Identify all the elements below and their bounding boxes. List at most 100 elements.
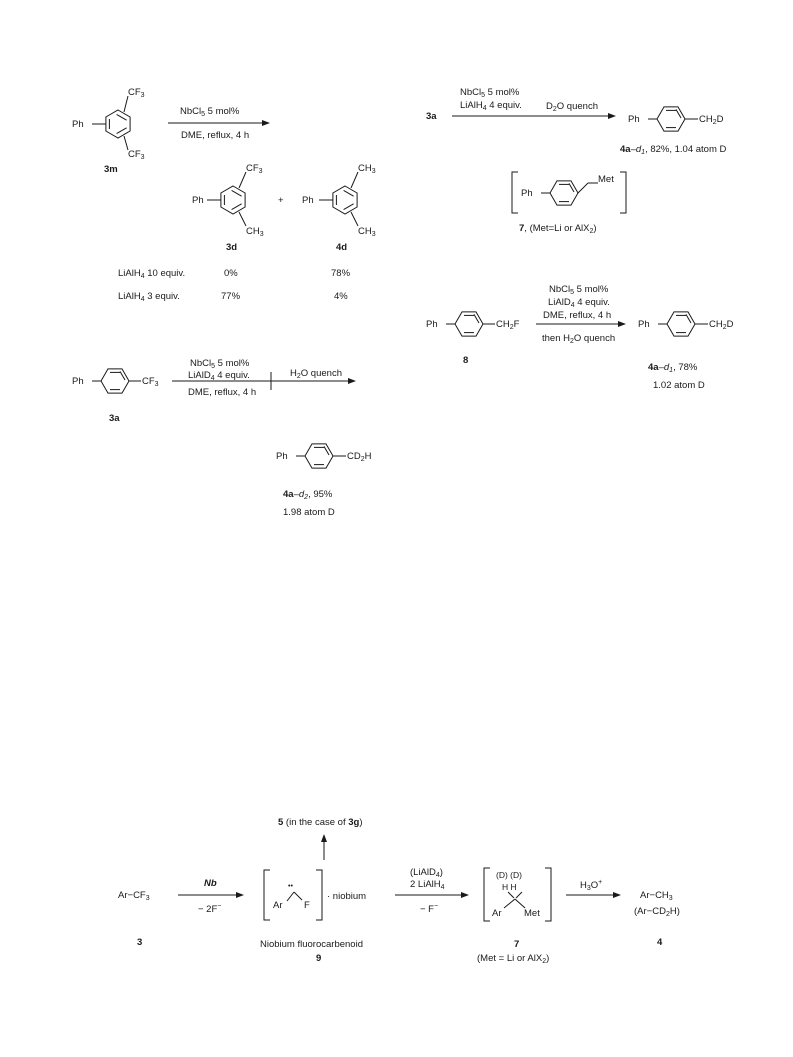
svg-text:LiAlH4 3 equiv.: LiAlH4 3 equiv. [118,291,180,303]
svg-text:Ph: Ph [628,114,640,125]
svg-text:H2O quench: H2O quench [290,368,342,380]
svg-text:Ph: Ph [302,195,314,206]
svg-text:Ph: Ph [192,195,204,206]
svg-text:DME, reflux, 4 h: DME, reflux, 4 h [188,387,256,398]
svg-text:4a–d1, 78%: 4a–d1, 78% [648,362,698,374]
svg-text:(D) (D): (D) (D) [496,870,522,880]
svg-text:NbCl5 5 mol%: NbCl5 5 mol% [549,284,609,296]
svg-text:Ar: Ar [492,908,502,919]
svg-text:CH3: CH3 [358,163,376,175]
svg-text:CH2D: CH2D [699,114,724,126]
svg-text:Met: Met [524,908,540,919]
svg-text:NbCl5 5 mol%: NbCl5 5 mol% [460,87,520,99]
svg-text:7: 7 [514,939,519,950]
svg-text:••: •• [288,883,293,890]
compound-3a-label-d: 3a [109,413,120,424]
svg-text:then H2O quench: then H2O quench [542,333,615,345]
compound-8-label: 8 [463,355,468,366]
svg-text:CH3: CH3 [358,226,376,238]
scheme-c-arrow: NbCl5 5 mol% LiAlD4 4 equiv. DME, reflux… [536,284,626,345]
svg-text:Ph: Ph [276,451,288,462]
svg-text:7, (Met=Li or AlX2): 7, (Met=Li or AlX2) [519,223,597,235]
svg-text:Ph: Ph [521,188,533,199]
svg-text:1.98 atom D: 1.98 atom D [283,507,335,518]
mech-product-label: 4 [657,937,663,948]
yield-row: LiAlH4 10 equiv. 0% 78% [118,268,351,280]
yield-row: LiAlH4 3 equiv. 77% 4% [118,291,348,303]
compound-3m-label: 3m [104,164,118,175]
svg-text:4a–d2, 95%: 4a–d2, 95% [283,489,333,501]
compound-4d-label: 4d [336,242,347,253]
scheme-a: Ph CF3 CF3 3m NbCl5 5 mol% DME, reflux, … [72,87,376,303]
svg-text:4%: 4% [334,291,348,302]
compound-3m-structure: Ph CF3 CF3 3m [72,87,145,175]
svg-text:78%: 78% [331,268,351,279]
side-product-label: 5 (in the case of 3g) [278,817,363,828]
product-4a-d1-c: Ph CH2D 4a–d1, 78% 1.02 atom D [638,311,734,391]
svg-text:CH2D: CH2D [709,319,734,331]
svg-text:Met: Met [598,174,614,185]
svg-text:Ph: Ph [426,319,438,330]
3m-ph-label: Ph [72,119,84,130]
product-4a-d2: Ph CD2H 4a–d2, 95% 1.98 atom D [276,443,372,518]
mech-start-label: 3 [137,937,142,948]
scheme-d: Ph CF3 3a NbCl5 5 mol% LiAlD4 4 equiv. D… [72,358,372,518]
scheme-a-arrow: NbCl5 5 mol% DME, reflux, 4 h [168,106,270,141]
mech-product-line1: Ar−CH3 [640,890,673,902]
svg-text:(LiAlD4): (LiAlD4) [410,867,443,879]
svg-text:CH3: CH3 [246,226,264,238]
intermediate-7: (D) (D) H H Ar Met 7 (Met = Li or AlX2) [477,867,552,965]
svg-text:LiAlD4 4 equiv.: LiAlD4 4 equiv. [188,370,250,382]
compound-3d-label: 3d [226,242,237,253]
compound-3a-structure: Ph CF3 3a [72,368,159,424]
compound-4d-structure: Ph CH3 CH3 4d [302,163,376,253]
svg-text:(Met = Li or AlX2): (Met = Li or AlX2) [477,953,549,965]
svg-text:Niobium fluorocarbenoid: Niobium fluorocarbenoid [260,939,363,950]
compound-3d-structure: Ph CF3 CH3 3d [192,163,264,253]
compound-8-structure: Ph CH2F 8 [426,311,520,366]
intermediate-7-bracketed: Ph Met 7, (Met=Li or AlX2) [511,171,627,235]
mech-start-formula: Ar−CF3 [118,890,150,902]
svg-text:· niobium: · niobium [327,891,366,902]
svg-text:CD2H: CD2H [347,451,372,463]
scheme-b-arrow: NbCl5 5 mol% LiAlH4 4 equiv. D2O quench [452,87,616,119]
plus-sign: + [278,195,284,206]
product-4a-d1: Ph CH2D 4a–d1, 82%, 1.04 atom D [620,106,727,156]
svg-text:77%: 77% [221,291,241,302]
svg-text:DME, reflux, 4 h: DME, reflux, 4 h [181,130,249,141]
svg-text:H H: H H [502,882,517,892]
svg-text:CF3: CF3 [142,376,159,388]
svg-text:− F−: − F− [420,903,438,915]
svg-text:D2O quench: D2O quench [546,101,598,113]
svg-text:CF3: CF3 [128,87,145,99]
carbenoid-9: Ar F •• · niobium Niobium fluorocarbenoi… [260,869,366,964]
svg-text:0%: 0% [224,268,238,279]
svg-text:H3O+: H3O+ [580,879,602,892]
svg-text:Ar: Ar [273,900,283,911]
svg-text:F: F [304,900,310,911]
mech-product-line2: (Ar−CD2H) [634,906,680,918]
svg-text:LiAlD4 4 equiv.: LiAlD4 4 equiv. [548,297,610,309]
svg-text:Nb: Nb [204,878,217,889]
svg-text:LiAlH4 10 equiv.: LiAlH4 10 equiv. [118,268,185,280]
svg-text:− 2F−: − 2F− [198,903,221,915]
svg-text:9: 9 [316,953,321,964]
svg-text:CH2F: CH2F [496,319,520,331]
svg-text:CF3: CF3 [128,149,145,161]
mechanism-scheme: 5 (in the case of 3g) Ar−CF3 3 Nb − 2F− … [118,817,680,965]
scheme-d-arrow: NbCl5 5 mol% LiAlD4 4 equiv. DME, reflux… [172,358,356,398]
svg-text:Ph: Ph [638,319,650,330]
svg-text:DME, reflux, 4 h: DME, reflux, 4 h [543,310,611,321]
svg-text:1.02 atom D: 1.02 atom D [653,380,705,391]
scheme-c: Ph CH2F 8 NbCl5 5 mol% LiAlD4 4 equiv. D… [426,284,734,391]
svg-text:CF3: CF3 [246,163,263,175]
svg-text:4a–d1, 82%, 1.04 atom D: 4a–d1, 82%, 1.04 atom D [620,144,727,156]
svg-text:Ph: Ph [72,376,84,387]
compound-3a-label: 3a [426,111,437,122]
scheme-b: 3a NbCl5 5 mol% LiAlH4 4 equiv. D2O quen… [426,87,727,235]
svg-text:NbCl5 5 mol%: NbCl5 5 mol% [180,106,240,118]
svg-text:2 LiAlH4: 2 LiAlH4 [410,879,445,891]
svg-text:LiAlH4 4 equiv.: LiAlH4 4 equiv. [460,100,522,112]
svg-text:NbCl5 5 mol%: NbCl5 5 mol% [190,358,250,370]
